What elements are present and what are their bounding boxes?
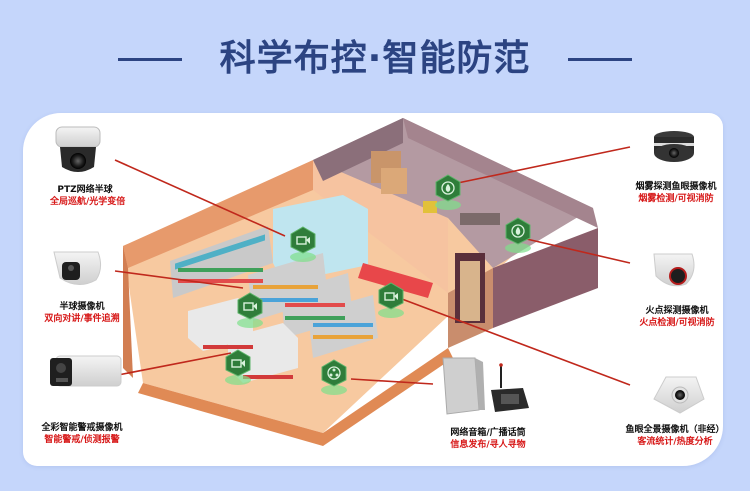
device-features: 客流统计/热度分析: [637, 437, 713, 447]
fire-marker-icon: [435, 174, 461, 210]
storage-boxes: [381, 168, 407, 194]
bullet-camera-icon: [50, 355, 122, 387]
page-title: 科学布控·智能防范: [219, 38, 531, 79]
title-divider-right: [568, 57, 633, 61]
camera-marker-icon: [237, 292, 263, 328]
speaker-microphone-icon: [442, 357, 529, 415]
counter-stripe: [203, 345, 253, 349]
camera-marker-icon: [378, 282, 404, 318]
fisheye-camera-icon: [654, 131, 694, 162]
device-features: 烟雾检测/可视消防: [638, 194, 714, 204]
wall-divider: [313, 160, 448, 293]
connector-dome: [114, 270, 244, 289]
connector-speaker: [350, 378, 434, 385]
title-divider-left: [117, 57, 182, 61]
device-name: 网络音箱/广播话筒: [450, 428, 526, 438]
device-dome-camera: 半球摄像机 双向对讲/事件追溯: [42, 301, 122, 325]
wall-left: [123, 160, 313, 268]
wall-left-edge: [123, 246, 133, 378]
device-features: 信息发布/寻人寻物: [450, 440, 526, 450]
dome-camera-icon: [53, 251, 102, 285]
device-features: 双向对讲/事件追溯: [44, 314, 120, 324]
storage-wall-back: [313, 118, 403, 181]
floor-edge: [138, 348, 453, 446]
panoramic-fisheye-camera-icon: [653, 376, 705, 414]
forklift: [423, 201, 437, 213]
device-name: 鱼眼全景摄像机（非经）: [625, 425, 723, 435]
device-name: 烟雾探测鱼眼摄像机: [635, 182, 717, 192]
counter-stripe: [243, 375, 293, 379]
storage-wall-front: [493, 228, 598, 328]
connector-fisheye: [385, 292, 631, 386]
fire-detection-camera-icon: [653, 253, 695, 287]
loading-door-inner: [460, 261, 480, 321]
device-name: 全彩智能警戒摄像机: [41, 423, 123, 433]
ptz-dome-camera-icon: [55, 126, 101, 172]
camera-marker-icon: [290, 226, 316, 262]
device-features: 智能警戒/侦测报警: [44, 435, 120, 445]
fire-marker-icon: [505, 217, 531, 253]
device-smoke-fisheye: 烟雾探测鱼眼摄像机 烟雾检测/可视消防: [626, 181, 723, 205]
connector-lines: [114, 146, 631, 386]
device-bullet-camera: 全彩智能警戒摄像机 智能警戒/侦测报警: [32, 422, 132, 446]
connector-ptz: [114, 159, 286, 237]
connector-bullet: [117, 352, 232, 376]
camera-marker-icon: [225, 349, 251, 385]
store-illustration: [50, 118, 705, 446]
conveyor: [460, 213, 500, 225]
device-panoramic-fisheye: 鱼眼全景摄像机（非经） 客流统计/热度分析: [620, 424, 723, 448]
connector-fire: [517, 236, 631, 264]
device-name: 火点探测摄像机: [645, 306, 709, 316]
device-ptz-dome: PTZ网络半球 全局巡航/光学变倍: [50, 184, 126, 208]
markers: [225, 174, 531, 395]
security-layout-card: PTZ网络半球 全局巡航/光学变倍 半球摄像机 双向对讲/事件追溯 全彩智能警戒…: [23, 113, 723, 466]
storage-wall-right: [403, 118, 598, 228]
device-name: 半球摄像机: [59, 302, 105, 312]
device-name: PTZ网络半球: [57, 185, 113, 195]
device-fire-detection: 火点探测摄像机 火点检测/可视消防: [632, 305, 722, 329]
connector-smoke: [447, 146, 631, 186]
broadcast-marker-icon: [321, 359, 347, 395]
page-header: 科学布控·智能防范: [0, 34, 750, 84]
device-features: 全局巡航/光学变倍: [50, 197, 126, 207]
device-speaker-microphone: 网络音箱/广播话筒 信息发布/寻人寻物: [438, 427, 538, 451]
device-features: 火点检测/可视消防: [639, 318, 715, 328]
shelf-products: [178, 268, 373, 339]
